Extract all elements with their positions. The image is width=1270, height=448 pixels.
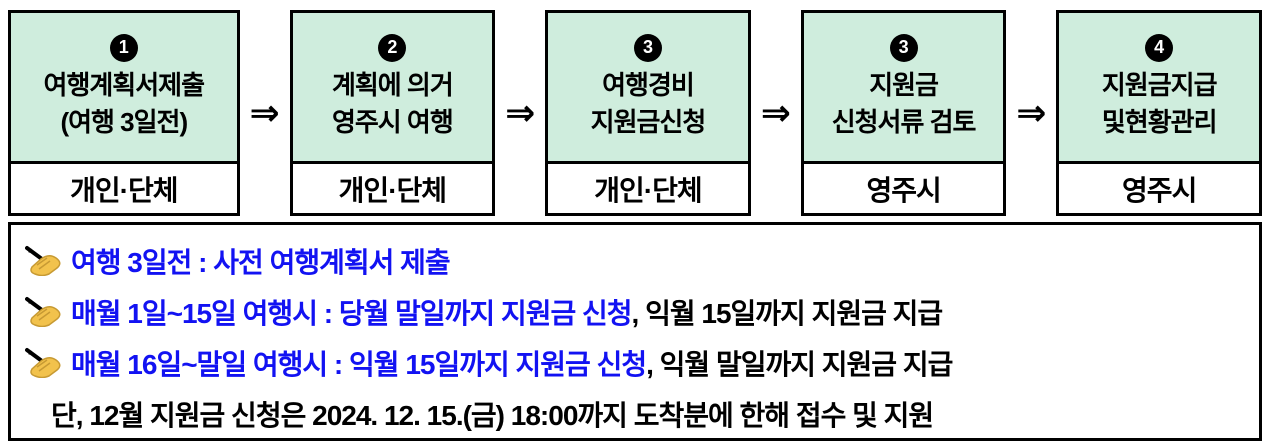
- step-actor-label: 개인·단체: [11, 164, 237, 213]
- note-line-4: 단, 12월 지원금 신청은 2024. 12. 15.(금) 18:00까지 …: [25, 388, 1245, 439]
- note-line-3: 매월 16일~말일 여행시 : 익월 15일까지 지원금 신청, 익월 말일까지…: [25, 337, 1245, 388]
- step-number: 3: [898, 37, 909, 57]
- step-number-badge: 3: [889, 33, 918, 62]
- note-plain: , 익월 말일까지 지원금 지급: [646, 348, 953, 380]
- step-title-line: 신청서류 검토: [831, 106, 977, 137]
- writing-hand-icon: [25, 246, 61, 276]
- step-number-badge: 4: [1145, 33, 1174, 62]
- step-number: 4: [1154, 37, 1165, 57]
- step-title-line: 영주시 여행: [331, 106, 454, 137]
- step-title-line: 여행경비: [602, 69, 695, 100]
- note-highlight: 매월 16일~말일 여행시 : 익월 15일까지 지원금 신청: [71, 348, 647, 380]
- step-actor-label: 영주시: [1059, 164, 1259, 213]
- process-flow: 1 여행계획서제출 (여행 3일전) 개인·단체 ⇒ 2 계획에 의거 영주시 …: [8, 10, 1262, 216]
- flow-step-1-header: 1 여행계획서제출 (여행 3일전): [11, 13, 237, 164]
- step-actor-label: 개인·단체: [292, 164, 493, 213]
- step-title-line: 지원금지급: [1101, 69, 1218, 100]
- note-highlight: 여행 3일전 : 사전 여행계획서 제출: [71, 246, 451, 278]
- note-line-2: 매월 1일~15일 여행시 : 당월 말일까지 지원금 신청, 익월 15일까지…: [25, 286, 1245, 337]
- notes-panel: 여행 3일전 : 사전 여행계획서 제출 매월 1일~15일 여행시 : 당월 …: [8, 222, 1262, 441]
- writing-hand-icon: [25, 348, 61, 378]
- step-title-line: (여행 3일전): [60, 106, 188, 137]
- step-number-badge: 1: [109, 33, 138, 62]
- flow-arrow-icon: ⇒: [1016, 92, 1047, 133]
- step-number: 1: [118, 37, 129, 57]
- note-text: 단, 12월 지원금 신청은 2024. 12. 15.(금) 18:00까지 …: [51, 394, 934, 434]
- flow-arrow-icon: ⇒: [505, 92, 536, 133]
- step-number: 2: [387, 37, 398, 57]
- flow-arrow-icon: ⇒: [249, 92, 280, 133]
- step-actor-label: 영주시: [803, 164, 1004, 213]
- flow-step-3-header: 3 여행경비 지원금신청: [548, 13, 748, 164]
- note-plain: 단, 12월 지원금 신청은 2024. 12. 15.(금) 18:00까지 …: [51, 399, 934, 431]
- writing-hand-icon: [25, 297, 61, 327]
- step-title-line: 계획에 의거: [331, 69, 454, 100]
- step-number: 3: [642, 37, 653, 57]
- step-title-line: 지원금신청: [590, 106, 707, 137]
- note-plain: , 익월 15일까지 지원금 지급: [631, 297, 944, 329]
- step-number-badge: 3: [633, 33, 662, 62]
- step-number-badge: 2: [378, 33, 407, 62]
- flow-step-2: 2 계획에 의거 영주시 여행 개인·단체: [289, 10, 496, 216]
- flow-arrow-icon: ⇒: [760, 92, 791, 133]
- step-title-line: 여행계획서제출: [43, 69, 205, 100]
- flow-step-5-header: 4 지원금지급 및현황관리: [1059, 13, 1259, 164]
- note-text: 매월 16일~말일 여행시 : 익월 15일까지 지원금 신청, 익월 말일까지…: [71, 343, 953, 383]
- note-line-1: 여행 3일전 : 사전 여행계획서 제출: [25, 235, 1245, 286]
- flow-step-3: 3 여행경비 지원금신청 개인·단체: [545, 10, 751, 216]
- step-title-line: 지원금: [869, 69, 939, 100]
- note-highlight: 매월 1일~15일 여행시 : 당월 말일까지 지원금 신청: [71, 297, 633, 329]
- flow-step-4-header: 3 지원금 신청서류 검토: [803, 13, 1004, 164]
- flow-step-5: 4 지원금지급 및현황관리 영주시: [1056, 10, 1262, 216]
- flow-step-4: 3 지원금 신청서류 검토 영주시: [800, 10, 1007, 216]
- note-text: 여행 3일전 : 사전 여행계획서 제출: [71, 241, 451, 281]
- step-actor-label: 개인·단체: [548, 164, 748, 213]
- flow-step-1: 1 여행계획서제출 (여행 3일전) 개인·단체: [8, 10, 240, 216]
- note-text: 매월 1일~15일 여행시 : 당월 말일까지 지원금 신청, 익월 15일까지…: [71, 292, 944, 332]
- flow-step-2-header: 2 계획에 의거 영주시 여행: [292, 13, 493, 164]
- step-title-line: 및현황관리: [1101, 106, 1218, 137]
